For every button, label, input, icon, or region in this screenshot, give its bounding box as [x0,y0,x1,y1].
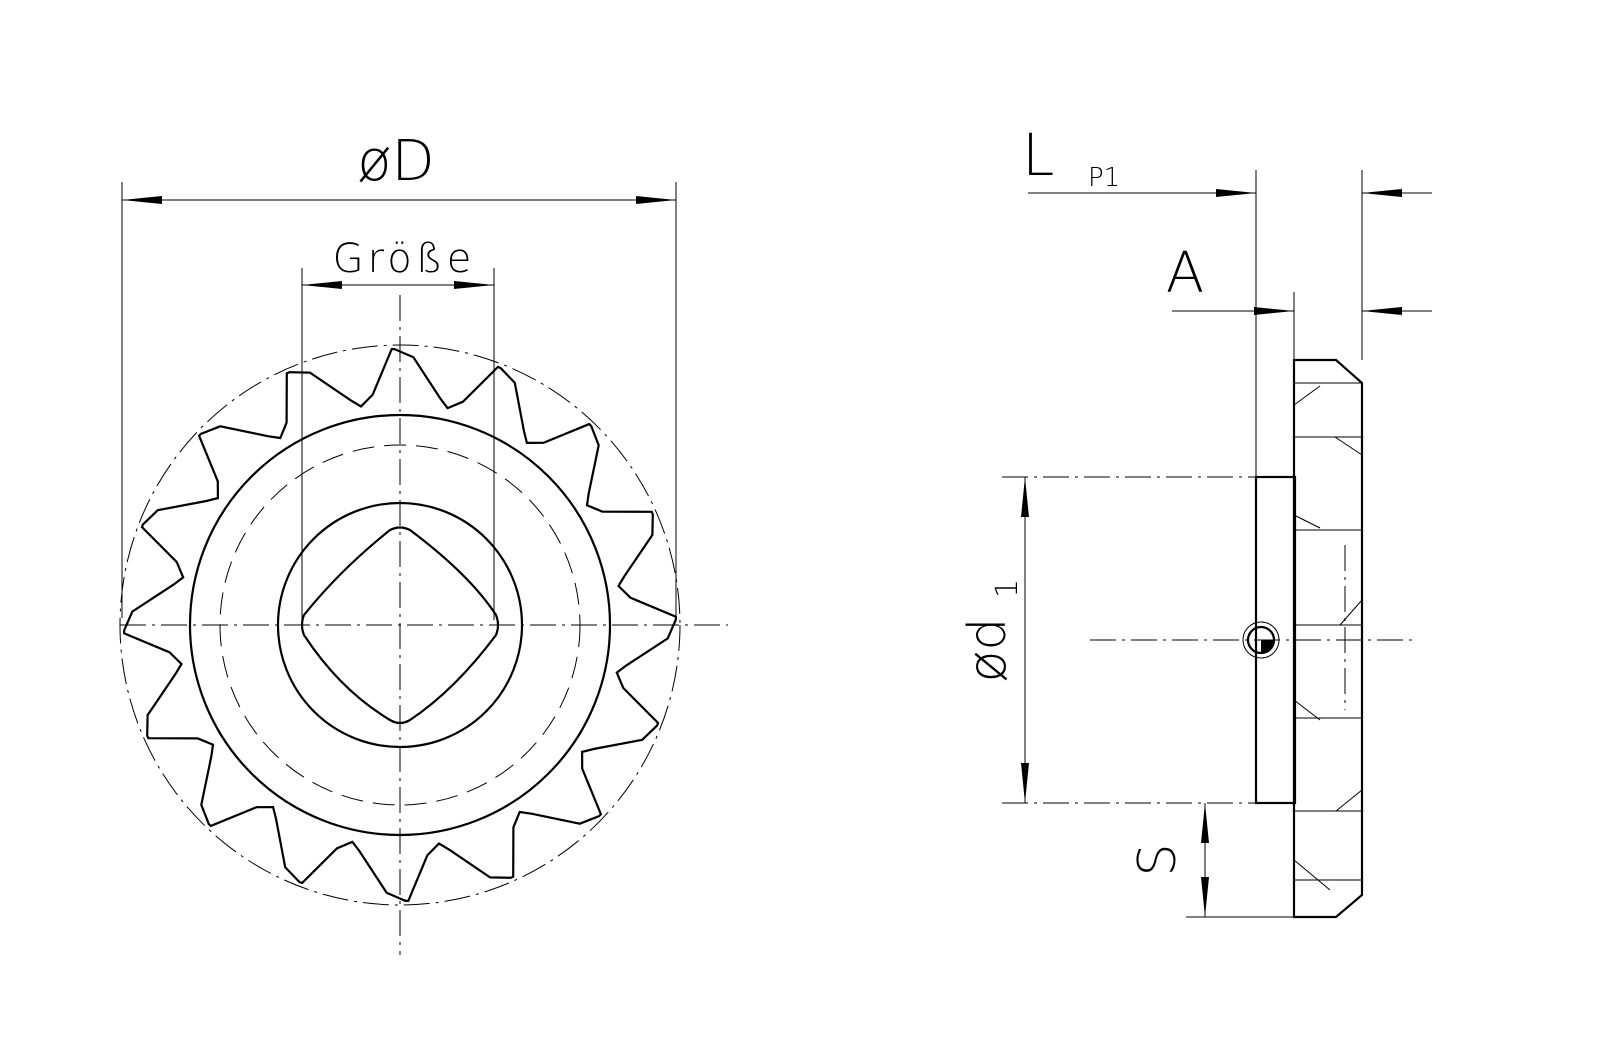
lp1-subscript: P1 [1088,163,1120,193]
front-view: øD Größe [119,129,728,955]
gear-teeth-outline [123,348,677,902]
s-label: S [1128,843,1188,876]
bore-diameter-subscript: 1 [990,579,1025,598]
od-label: øD [357,129,434,194]
lp1-label: L [1022,121,1054,189]
side-view: ød 1 L P1 A S [958,121,1432,919]
gear-side [1292,358,1364,919]
square-drive [300,526,500,725]
size-label: Größe [333,236,476,282]
a-label: A [1166,241,1204,306]
bore-diameter-label: ød [958,618,1018,683]
